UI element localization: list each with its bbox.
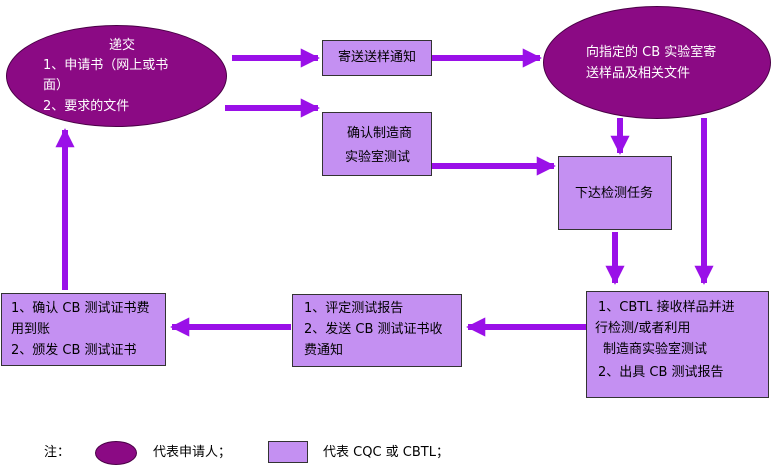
node-cbtl-test-line2: 行检测/或者利用 bbox=[595, 321, 691, 336]
node-cbtl-test-line3: 制造商实验室测试 bbox=[603, 342, 708, 357]
node-mail-notice-label: 寄送送样通知 bbox=[338, 50, 417, 65]
node-cbtl-test-line4: 2、出具 CB 测试报告 bbox=[598, 365, 724, 380]
node-submit-line1a: 1、申请书（网上或书 bbox=[43, 58, 169, 73]
node-issue-line3: 2、颁发 CB 测试证书 bbox=[11, 343, 137, 358]
node-issue-line1: 1、确认 CB 测试证书费 bbox=[11, 301, 150, 316]
node-submit-title: 递交 bbox=[109, 38, 136, 53]
legend-note: 注： bbox=[44, 445, 71, 460]
node-submit-line2: 2、要求的文件 bbox=[43, 99, 130, 114]
legend-cqc-swatch bbox=[268, 441, 308, 463]
node-confirm-lab-line2: 实验室测试 bbox=[345, 150, 411, 165]
node-send-samples-line1: 向指定的 CB 实验室寄 bbox=[586, 45, 717, 60]
node-submit-line1b: 面） bbox=[43, 78, 70, 93]
node-issue-line2: 用到账 bbox=[11, 322, 51, 337]
node-confirm-lab-line1: 确认制造商 bbox=[347, 126, 413, 141]
node-send-samples-line2: 送样品及相关文件 bbox=[586, 66, 691, 81]
node-cbtl-test-line1: 1、CBTL 接收样品并进 bbox=[598, 300, 735, 315]
node-mail-notice: 寄送送样通知 bbox=[322, 40, 432, 76]
node-assign-task: 下达检测任务 bbox=[558, 156, 672, 230]
node-issue: 1、确认 CB 测试证书费 用到账 2、颁发 CB 测试证书 bbox=[1, 293, 166, 366]
node-assign-task-label: 下达检测任务 bbox=[575, 186, 654, 201]
node-evaluate: 1、评定测试报告 2、发送 CB 测试证书收 费通知 bbox=[292, 294, 462, 367]
node-cbtl-test: 1、CBTL 接收样品并进 行检测/或者利用 制造商实验室测试 2、出具 CB … bbox=[586, 291, 769, 398]
node-send-samples: 向指定的 CB 实验室寄 送样品及相关文件 bbox=[543, 6, 771, 119]
node-evaluate-line3: 费通知 bbox=[304, 343, 344, 358]
node-submit: 递交 1、申请书（网上或书 面） 2、要求的文件 bbox=[6, 25, 227, 127]
legend-applicant-swatch bbox=[95, 441, 137, 465]
node-evaluate-line2: 2、发送 CB 测试证书收 bbox=[304, 322, 443, 337]
node-evaluate-line1: 1、评定测试报告 bbox=[304, 301, 404, 316]
legend-applicant-label: 代表申请人； bbox=[153, 445, 232, 460]
node-confirm-lab: 确认制造商 实验室测试 bbox=[322, 112, 432, 176]
legend-cqc-label: 代表 CQC 或 CBTL； bbox=[323, 445, 449, 460]
